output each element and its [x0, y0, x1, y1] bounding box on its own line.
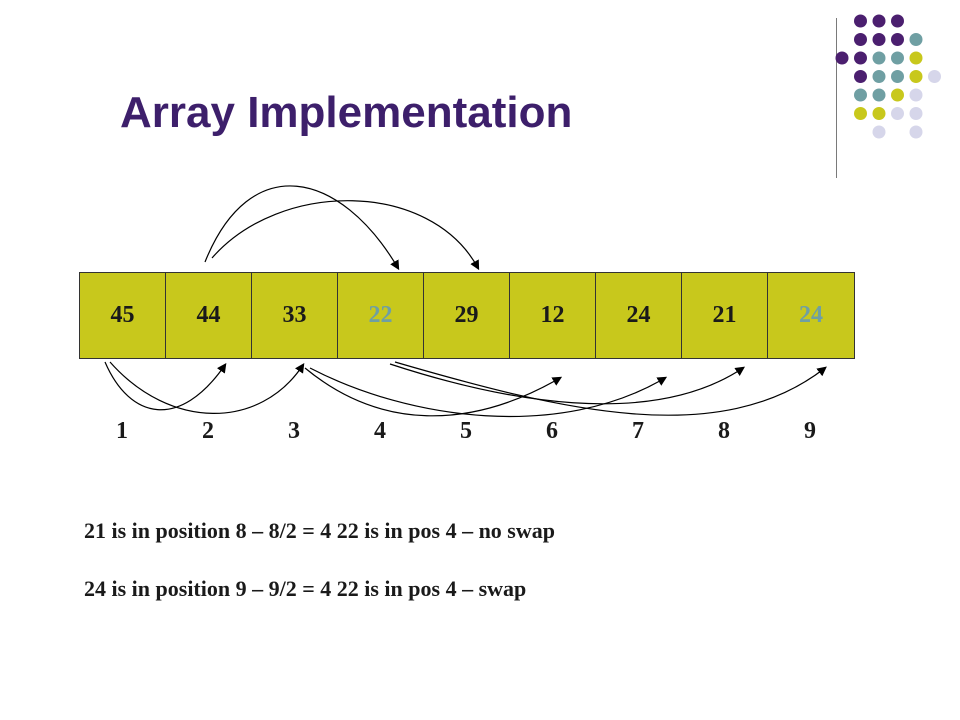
arrow-2-to-5: [211, 200, 480, 271]
decorative-dot: [872, 125, 886, 139]
arrow-1-to-3: [109, 361, 305, 414]
array-cell-3: 33: [252, 273, 338, 358]
arrow-3-to-7: [309, 367, 668, 418]
array-value-7: 24: [626, 302, 651, 328]
index-row: 1 2 3 4 5 6 7 8 9: [79, 418, 853, 445]
array-value-4: 22: [368, 302, 393, 328]
decorative-dot: [928, 70, 941, 83]
decorative-dot: [891, 33, 904, 46]
array-value-8: 21: [712, 302, 737, 328]
array-cell-9: 24: [768, 273, 854, 358]
decorative-dot: [909, 70, 923, 83]
arrow-4-to-9: [394, 361, 827, 416]
decorative-dot: [872, 70, 886, 83]
index-label-9: 9: [804, 418, 816, 444]
array-value-2: 44: [196, 302, 221, 328]
array-cell-2: 44: [166, 273, 252, 358]
decorative-dot: [854, 70, 867, 83]
decorative-dot: [891, 51, 904, 65]
index-label-4: 4: [374, 418, 386, 444]
index-label-2: 2: [202, 418, 214, 444]
index-label-3: 3: [288, 418, 300, 444]
decorative-dot-grid: [835, 14, 941, 139]
index-label-8: 8: [718, 418, 730, 444]
array-value-6: 12: [540, 302, 565, 328]
index-label-6: 6: [546, 418, 558, 444]
arrow-2-to-4: [204, 185, 400, 271]
decorative-dot: [872, 107, 886, 120]
decorative-dot: [909, 88, 923, 102]
index-label-5: 5: [460, 418, 472, 444]
decorative-dot: [854, 51, 867, 65]
array-cell-4: 22: [338, 273, 424, 358]
array-cell-5: 29: [424, 273, 510, 358]
decorative-dot: [854, 14, 867, 28]
array-cell-1: 45: [80, 273, 166, 358]
decorative-divider: [836, 18, 837, 178]
arrow-4-to-8: [389, 363, 745, 405]
array-cell-7: 24: [596, 273, 682, 358]
array-cell-6: 12: [510, 273, 596, 358]
array-cell-8: 21: [682, 273, 768, 358]
decorative-dot: [835, 51, 849, 65]
note-line-1: 21 is in position 8 – 8/2 = 4 22 is in p…: [84, 518, 555, 543]
decorative-dot: [891, 70, 904, 83]
array-value-5: 29: [454, 302, 479, 328]
decorative-dot: [891, 88, 904, 102]
decorative-dot: [872, 88, 886, 102]
array-value-3: 33: [282, 302, 307, 328]
decorative-dot: [909, 125, 923, 139]
decorative-dot: [854, 107, 867, 120]
array-row: 45 44 33 22 29 12 24 21 24: [79, 272, 855, 359]
decorative-dot: [909, 51, 923, 65]
slide-title: Array Implementation: [120, 88, 573, 137]
decorative-dot: [909, 107, 923, 120]
array-value-1: 45: [110, 302, 135, 328]
decorative-dot: [854, 33, 867, 46]
decorative-dot: [909, 33, 923, 46]
decorative-dot: [891, 107, 904, 120]
index-label-1: 1: [116, 418, 128, 444]
decorative-dot: [854, 88, 867, 102]
note-line-2: 24 is in position 9 – 9/2 = 4 22 is in p…: [84, 576, 527, 601]
index-label-7: 7: [632, 418, 644, 444]
decorative-dot: [891, 14, 904, 28]
arrow-1-to-2: [104, 361, 227, 411]
decorative-dot: [872, 51, 886, 65]
decorative-dot: [872, 14, 886, 28]
decorative-dot: [872, 33, 886, 46]
arrow-3-to-6: [304, 367, 563, 417]
array-value-9: 24: [799, 302, 823, 328]
